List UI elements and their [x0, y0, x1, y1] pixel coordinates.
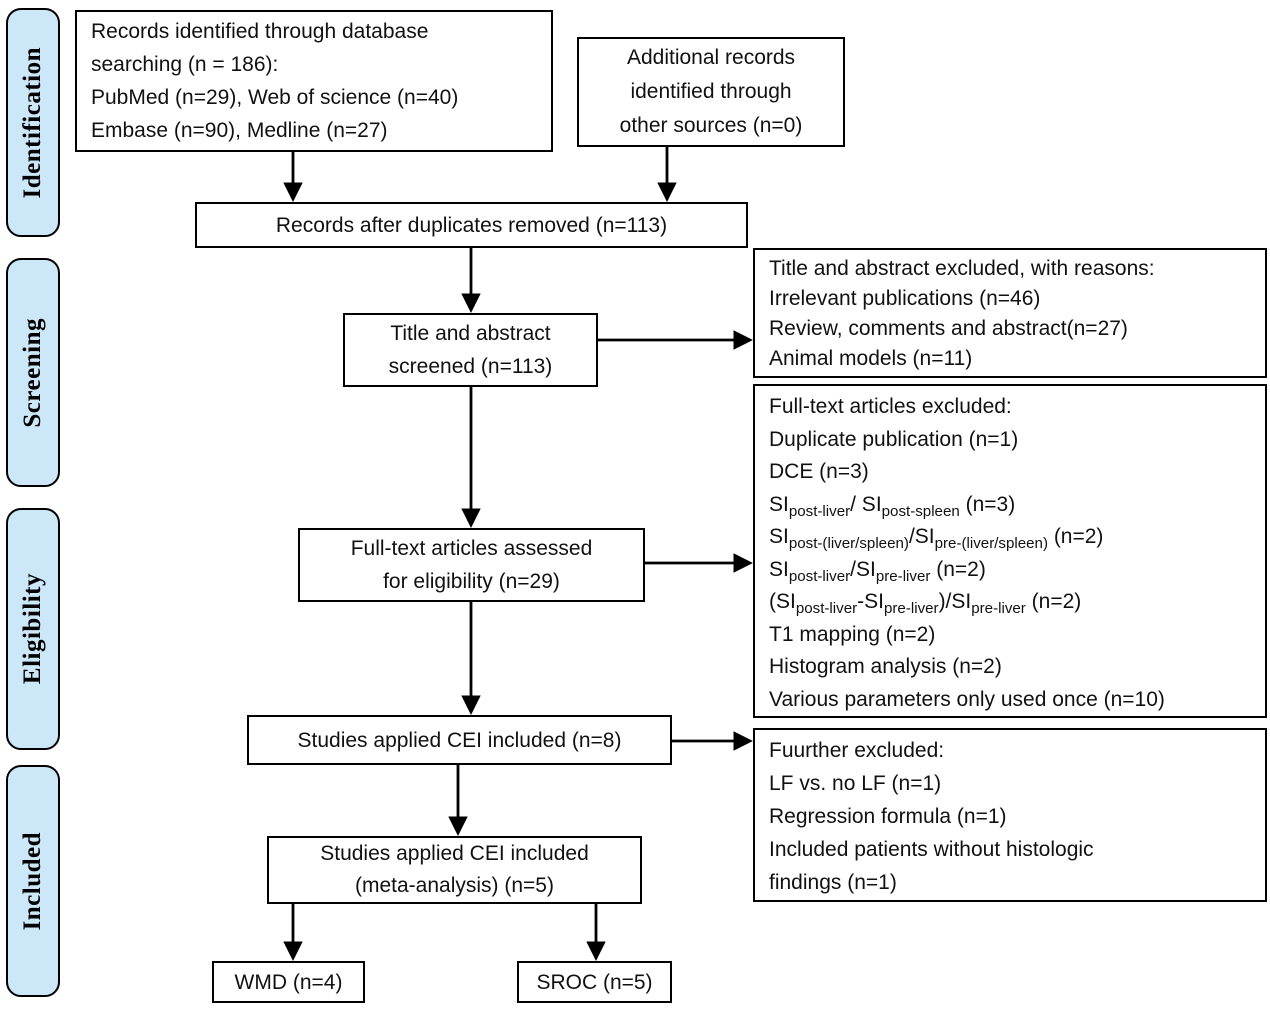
box-meta-analysis: Studies applied CEI included(meta-analys… — [267, 836, 642, 904]
box-further-excluded: Fuurther excluded:LF vs. no LF (n=1)Regr… — [753, 728, 1267, 902]
box-wmd: WMD (n=4) — [212, 961, 365, 1003]
box-text: Records after duplicates removed (n=113) — [275, 213, 668, 237]
stage-label-text: Eligibility — [19, 573, 46, 685]
stage-label-text: Included — [19, 831, 46, 931]
box-title-abstract-excluded: Title and abstract excluded, with reason… — [753, 248, 1267, 378]
box-cei-included: Studies applied CEI included (n=8) — [247, 715, 672, 765]
box-text: SROC (n=5) — [536, 970, 653, 994]
stage-label-text: Screening — [19, 317, 46, 428]
stage-label-screening: Screening — [6, 258, 60, 487]
stage-label-included: Included — [6, 765, 60, 997]
box-text: Studies applied CEI included (n=8) — [297, 728, 622, 752]
stage-label-eligibility: Eligibility — [6, 508, 60, 750]
stage-label-text: Identification — [19, 46, 46, 199]
box-duplicates-removed: Records after duplicates removed (n=113) — [195, 202, 748, 248]
box-text: WMD (n=4) — [234, 970, 343, 994]
box-sroc: SROC (n=5) — [517, 961, 672, 1003]
box-fulltext-excluded: Full-text articles excluded:Duplicate pu… — [753, 384, 1267, 718]
stage-label-identification: Identification — [6, 8, 60, 237]
